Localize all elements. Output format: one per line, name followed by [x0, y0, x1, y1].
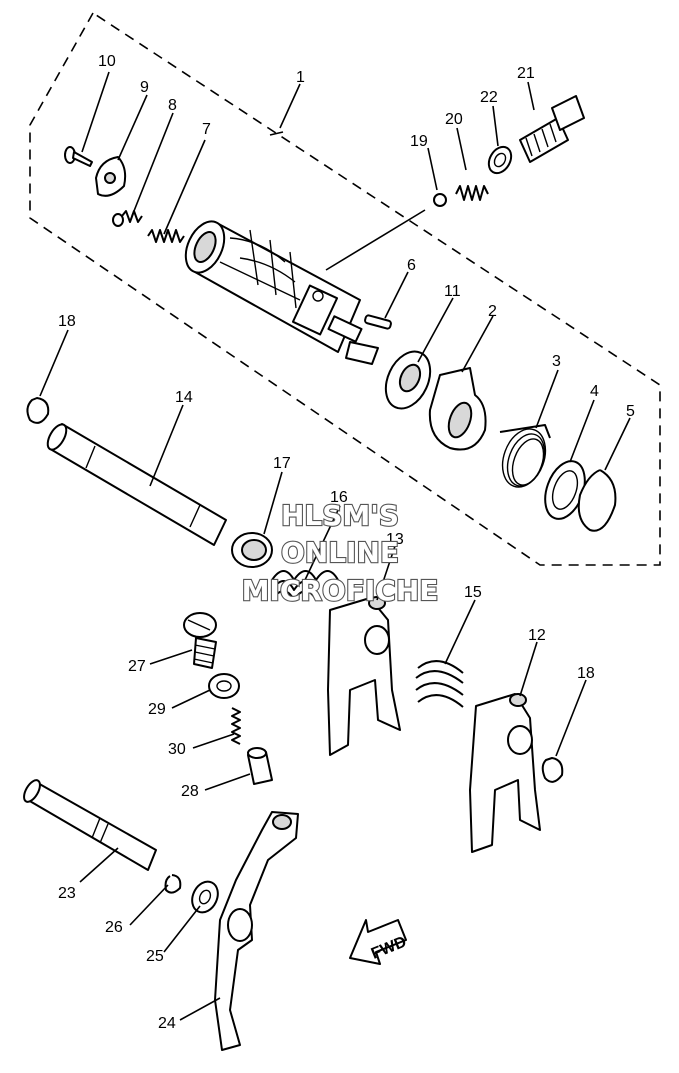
- callout-23: 23: [58, 885, 76, 902]
- leader-lines: [39, 71, 631, 1021]
- part-28-pin: [247, 747, 273, 785]
- part-6-pin: [364, 314, 392, 330]
- watermark-line-2: ONLINE: [281, 536, 399, 569]
- part-20-spring: [455, 185, 489, 201]
- callout-26: 26: [105, 919, 123, 936]
- callout-18-lower: 18: [577, 665, 595, 682]
- part-15-spring: [415, 660, 464, 708]
- part-27-bolt: [183, 612, 217, 669]
- part-8-plunger: [112, 210, 143, 227]
- part-14-shaft: [46, 423, 227, 546]
- part-17-bushing: [231, 532, 273, 568]
- callout-14: 14: [175, 389, 193, 406]
- callout-18-upper: 18: [58, 313, 76, 330]
- watermark: HLSM'S ONLINE MICROFICHE: [240, 498, 439, 608]
- callout-27: 27: [128, 658, 146, 675]
- part-7-spring: [147, 229, 185, 243]
- part-2-lever: [428, 367, 487, 451]
- part-19-ball: [433, 193, 447, 207]
- fwd-direction-arrow: FWD: [349, 919, 409, 965]
- part-26-circlip: [164, 874, 182, 894]
- callout-21: 21: [517, 65, 535, 82]
- callout-10: 10: [98, 53, 116, 70]
- callout-30: 30: [168, 741, 186, 758]
- callout-1: 1: [296, 69, 305, 86]
- callout-6: 6: [407, 257, 416, 274]
- callout-11: 11: [444, 283, 461, 300]
- part-22-washer: [487, 145, 513, 175]
- callout-16: 16: [330, 489, 348, 506]
- callout-22: 22: [480, 89, 498, 106]
- callout-4: 4: [590, 383, 599, 400]
- part-12-shift-fork: [469, 693, 541, 853]
- watermark-line-3: MICROFICHE: [242, 574, 439, 607]
- callout-28: 28: [181, 783, 199, 800]
- callout-8: 8: [168, 97, 177, 114]
- part-9-plate: [95, 156, 127, 197]
- callout-7: 7: [202, 121, 211, 138]
- part-1-shift-drum: [184, 220, 379, 365]
- part-24-shift-arm: [214, 811, 299, 1051]
- part-16-spring: [271, 570, 339, 601]
- callout-9: 9: [140, 79, 149, 96]
- assembly-boundary: [29, 11, 661, 566]
- part-18-circlip-upper: [26, 397, 50, 424]
- part-10-screw: [64, 146, 93, 167]
- callout-labels: 1 2 3 4 5 6 7 8 9 10 11 12 13 14 15 16 1…: [58, 53, 635, 1032]
- callout-24: 24: [158, 1015, 176, 1032]
- callout-12: 12: [528, 627, 546, 644]
- callout-15: 15: [464, 584, 482, 601]
- part-25-washer: [191, 880, 219, 914]
- callout-25: 25: [146, 948, 164, 965]
- callout-2: 2: [488, 303, 497, 320]
- part-5-circlip: [577, 469, 617, 532]
- part-29-washer: [208, 673, 240, 699]
- part-23-shaft: [23, 779, 157, 871]
- callout-13: 13: [386, 531, 404, 548]
- callout-3: 3: [552, 353, 561, 370]
- part-18-circlip-lower: [541, 757, 564, 783]
- watermark-line-1: HLSM'S: [281, 499, 399, 532]
- callout-5: 5: [626, 403, 635, 420]
- part-11-washer: [384, 350, 432, 410]
- part-21-bolt: [519, 95, 585, 163]
- callout-20: 20: [445, 111, 463, 128]
- part-3-torsion-spring: [499, 424, 551, 488]
- callout-29: 29: [148, 701, 166, 718]
- callout-19: 19: [410, 133, 428, 150]
- part-13-shift-fork: [327, 596, 401, 756]
- callout-17: 17: [273, 455, 291, 472]
- part-30-spring: [231, 707, 241, 745]
